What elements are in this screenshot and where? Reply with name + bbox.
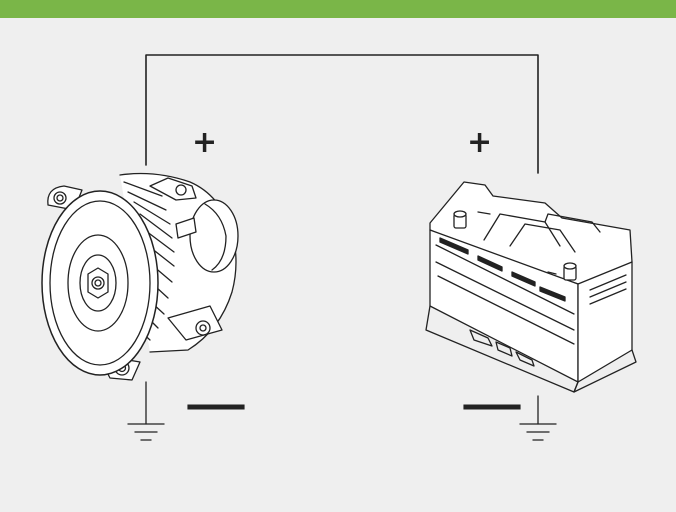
alternator-icon xyxy=(41,172,239,381)
battery-negative-label: — xyxy=(460,382,524,428)
accent-top-bar xyxy=(0,0,676,18)
car-battery-icon xyxy=(425,181,637,393)
battery-positive-label: + xyxy=(467,125,493,160)
alternator-ground-symbol-icon xyxy=(127,381,165,441)
positive-wire xyxy=(145,54,539,174)
alternator-negative-label: — xyxy=(184,382,248,428)
battery-ground-symbol-icon xyxy=(519,395,557,441)
alternator-positive-label: + xyxy=(192,125,218,160)
